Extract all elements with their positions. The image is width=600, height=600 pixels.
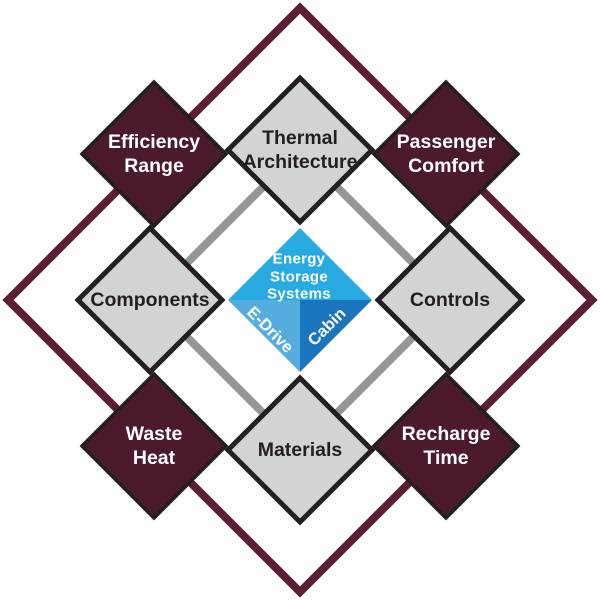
center-label-line2: Storage <box>270 269 328 286</box>
recharge-time-label-line1: Recharge <box>402 423 491 445</box>
passenger-comfort-label-line1: Passenger <box>397 131 496 153</box>
center-diamond-top-segment <box>228 228 372 300</box>
materials-label: Materials <box>258 439 343 461</box>
recharge-time-label-line2: Time <box>423 447 468 469</box>
efficiency-range-label-line2: Range <box>124 155 184 177</box>
center-label-line3: Systems <box>267 286 331 303</box>
passenger-comfort-label-line2: Comfort <box>408 155 484 177</box>
thermal-architecture-label-line1: Thermal <box>262 127 338 149</box>
waste-heat-label-line1: Waste <box>126 423 183 445</box>
node-efficiency-range <box>79 79 229 229</box>
node-thermal-architecture <box>224 74 376 226</box>
center-label-line1: Energy <box>273 251 326 268</box>
components-label: Components <box>90 289 209 311</box>
node-passenger-comfort <box>371 79 521 229</box>
node-materials <box>224 374 376 526</box>
node-recharge-time <box>371 371 521 521</box>
node-controls <box>374 224 526 376</box>
waste-heat-label-line2: Heat <box>133 447 176 469</box>
center-diamond-left-segment <box>228 300 300 372</box>
controls-label: Controls <box>410 289 490 311</box>
node-waste-heat <box>79 371 229 521</box>
node-components <box>74 224 226 376</box>
thermal-architecture-label-line2: Architecture <box>243 151 358 173</box>
efficiency-range-label-line1: Efficiency <box>108 131 200 153</box>
center-diamond-right-segment <box>300 300 372 372</box>
